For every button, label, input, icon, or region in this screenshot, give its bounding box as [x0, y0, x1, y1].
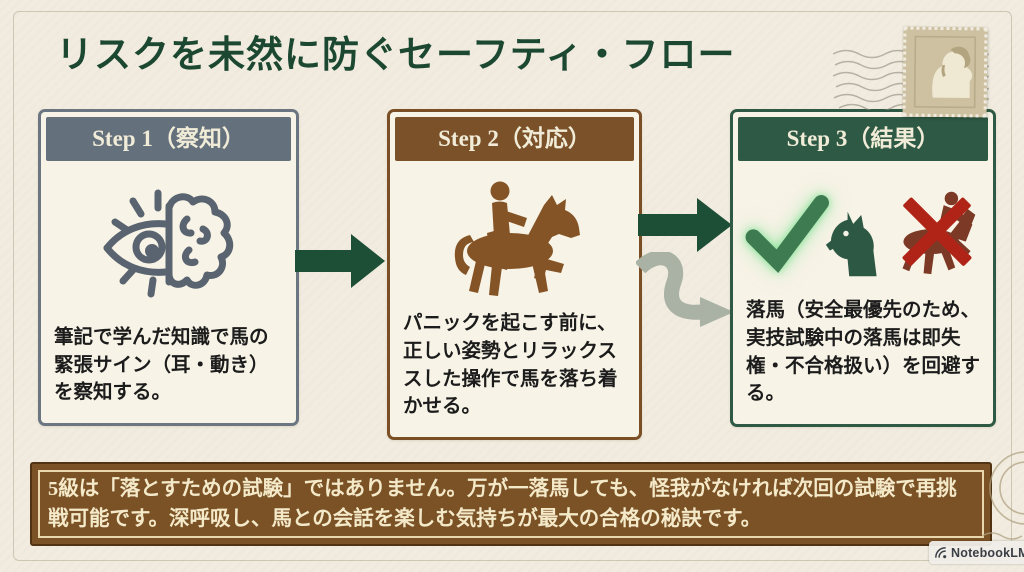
- wavy-arrow-icon: [636, 252, 734, 327]
- footer-note-text: 5級は「落とすための試験」ではありません。万が一落馬しても、怪我がなければ次回の…: [48, 478, 957, 530]
- notebooklm-badge: NotebookLM: [929, 541, 1024, 564]
- eye-brain-icon: [103, 189, 233, 298]
- arrow-step2-step3-icon: [638, 198, 732, 252]
- step1-header: Step 1（察知）: [46, 117, 291, 161]
- footer-note-banner: 5級は「落とすための試験」ではありません。万が一落馬しても、怪我がなければ次回の…: [30, 462, 992, 546]
- notebooklm-label: NotebookLM: [951, 545, 1024, 560]
- step1-icon-zone: [41, 166, 296, 324]
- step2-card: Step 2（対応）: [387, 109, 642, 440]
- postage-stamp: [902, 26, 988, 118]
- step3-card: Step 3（結果）: [730, 109, 996, 427]
- step2-description: パニックを起こす前に、正しい姿勢とリラックススした操作で馬を落ち着かせる。: [403, 312, 618, 418]
- step1-card: Step 1（察知）: [38, 109, 299, 426]
- queen-profile-icon: [913, 35, 977, 109]
- step3-header: Step 3（結果）: [738, 117, 988, 161]
- arrow-step1-step2-icon: [295, 234, 385, 288]
- step3-icon-zone: [733, 166, 993, 297]
- horse-rider-icon: [454, 181, 580, 297]
- step2-icon-zone: [390, 166, 639, 310]
- page-title: リスクを未然に防ぐセーフティ・フロー: [56, 35, 736, 76]
- horse-head-icon: [825, 211, 877, 276]
- step3-description: 落馬（安全最優先のため、実技試験中の落馬は即失権・不合格扱い）を回避する。: [746, 299, 981, 405]
- notebooklm-logo-icon: [935, 547, 947, 559]
- step1-description: 筆記で学んだ知識で馬の緊張サイン（耳・動き）を察知する。: [54, 325, 269, 404]
- step2-header: Step 2（対応）: [395, 117, 634, 161]
- crossed-fallen-rider-icon: [902, 191, 976, 274]
- check-icon: [745, 194, 829, 273]
